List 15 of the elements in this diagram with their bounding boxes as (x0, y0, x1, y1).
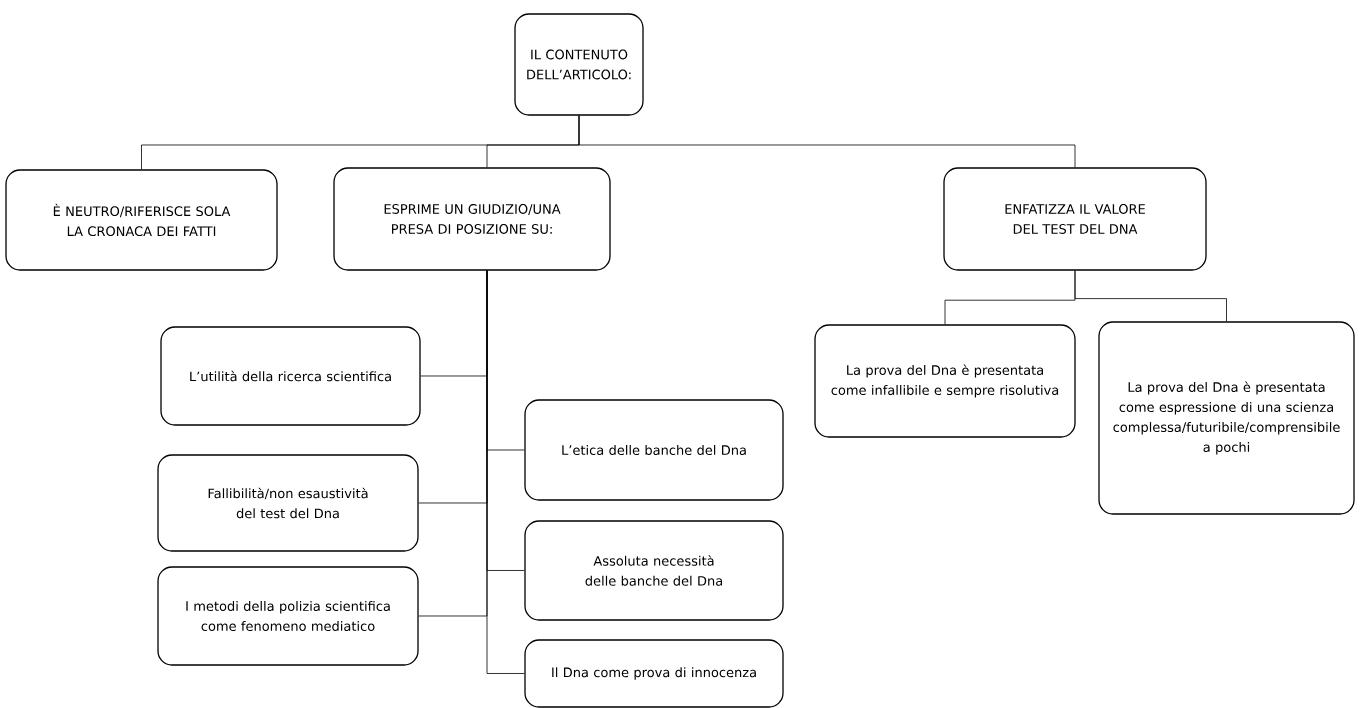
concept-box: L’etica delle banche del Dna (524, 399, 784, 501)
concept-box: ENFATIZZA IL VALORE DEL TEST DEL DNA (943, 167, 1207, 271)
concept-box: L’utilità della ricerca scientifica (160, 326, 421, 426)
concept-box: È NEUTRO/RIFERISCE SOLA LA CRONACA DEI FATTI (5, 169, 278, 271)
concept-box: ESPRIME UN GIUDIZIO/UNA PRESA DI POSIZIONE SU: (333, 167, 611, 271)
concept-box: I metodi della polizia scientifica come fenomeno mediatico (157, 566, 419, 666)
concept-box: IL CONTENUTO DELL’ARTICOLO: (514, 13, 644, 116)
concept-box: Fallibilità/non esaustività del test del Dna (157, 454, 419, 552)
connector-line (486, 270, 525, 674)
concept-box: La prova del Dna è presentata come espressione di una scienza complessa/futuribile/comprensibile a pochi (1098, 321, 1355, 515)
connector-line (578, 115, 1076, 168)
concept-box: Assoluta necessità delle banche del Dna (524, 520, 784, 621)
concept-box: La prova del Dna è presentata come infallibile e sempre risolutiva (814, 324, 1076, 438)
connector-line (1074, 270, 1227, 322)
concept-box: Il Dna come prova di innocenza (524, 639, 784, 708)
